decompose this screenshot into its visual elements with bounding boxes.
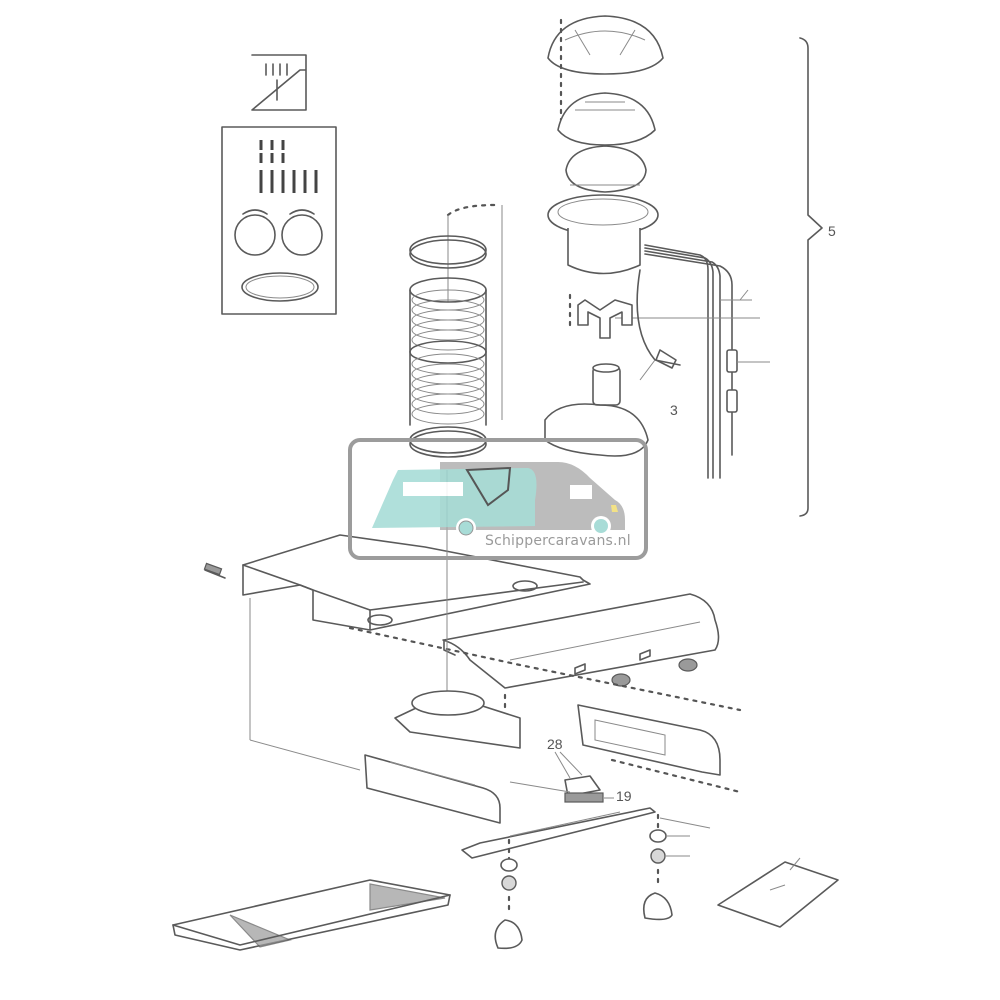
mounting-foot-left <box>494 838 523 950</box>
hood-cover <box>348 593 742 712</box>
callout-bracket-5: 5 <box>799 37 836 517</box>
callout-5-label: 5 <box>828 223 836 239</box>
mounting-foot-right <box>642 813 690 921</box>
fittings-kit-box <box>221 126 337 315</box>
fan-motor-assembly: 3 <box>544 269 681 457</box>
watermark-frame <box>348 438 648 560</box>
side-grille-right <box>577 704 742 794</box>
wiring-harness <box>615 244 770 479</box>
callout-19-label: 19 <box>616 788 632 804</box>
watermark-text: Schippercaravans.nl <box>485 533 631 549</box>
svg-text:3: 3 <box>670 402 678 418</box>
screw-kit-small-box <box>251 54 307 111</box>
callout-28-label: 28 <box>547 736 563 752</box>
filter-tray <box>172 879 451 951</box>
flex-duct <box>409 277 487 426</box>
watermark-logo-graphic <box>372 462 625 538</box>
outlet-spigot <box>394 470 521 749</box>
mounting-frame-upper <box>203 534 591 771</box>
flex-duct-assembly <box>409 203 503 458</box>
control-board: 28 19 <box>509 736 632 804</box>
instruction-manual <box>717 857 839 928</box>
roof-cowl-assembly <box>547 15 664 275</box>
support-rail <box>461 807 711 859</box>
front-panel-lower <box>364 754 501 824</box>
